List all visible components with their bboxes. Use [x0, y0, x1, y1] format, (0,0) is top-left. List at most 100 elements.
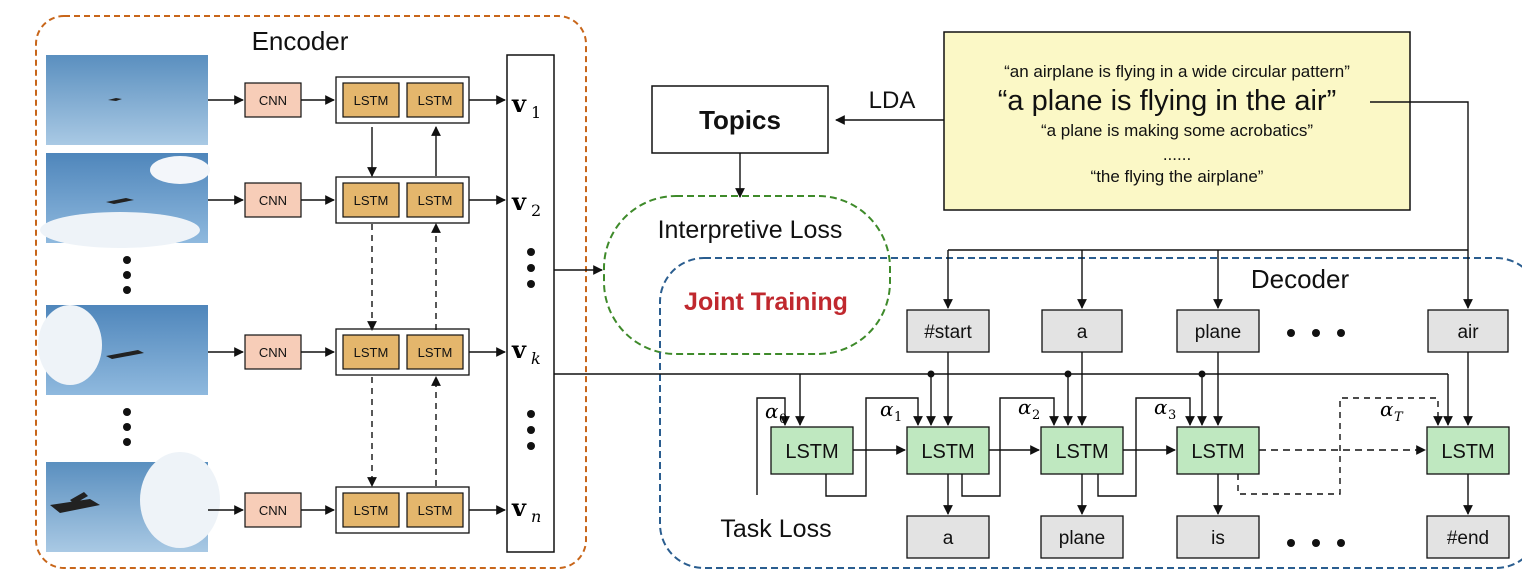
svg-text:CNN: CNN [259, 503, 287, 518]
svg-text:1: 1 [531, 103, 541, 122]
feature-v2: v 2 [511, 187, 541, 220]
svg-text:α: α [1018, 395, 1032, 419]
feature-vn: v n [511, 493, 541, 526]
svg-text:α: α [765, 399, 779, 423]
svg-text:LSTM: LSTM [354, 93, 389, 108]
encoder-recurrent-arrows [367, 126, 441, 487]
lstm-to-output-arrows [943, 474, 1473, 515]
caption-3: “a plane is making some acrobatics” [1041, 121, 1313, 140]
svg-text:LSTM: LSTM [921, 441, 974, 463]
captions-box [943, 31, 1411, 211]
svg-text:v: v [511, 335, 527, 364]
svg-text:is: is [1211, 528, 1225, 549]
svg-text:LSTM: LSTM [1441, 441, 1494, 463]
decoder-output-a: a [906, 515, 990, 559]
caption-4: “the flying the airplane” [1091, 167, 1264, 186]
caption-ellipsis: ...... [1163, 145, 1191, 164]
task-loss-label: Task Loss [720, 515, 831, 543]
feature-ellipsis-1 [527, 248, 535, 288]
context-line [554, 373, 1453, 426]
svg-text:CNN: CNN [259, 193, 287, 208]
decoder-lstm-T: LSTM [1426, 426, 1510, 475]
interpretive-loss-region [603, 195, 891, 355]
caption-feed-lines [943, 101, 1473, 309]
svg-text:LSTM: LSTM [418, 345, 453, 360]
svg-text:LSTM: LSTM [785, 441, 838, 463]
decoder-input-a: a [1041, 309, 1123, 353]
svg-text:k: k [531, 349, 541, 368]
svg-text:α: α [880, 397, 894, 421]
topics-box [651, 85, 829, 154]
encoder-row-2: CNN LSTM LSTM [208, 176, 506, 224]
video-frame-4 [46, 452, 220, 552]
svg-text:v: v [511, 187, 527, 216]
feature-v1: v 1 [511, 89, 541, 122]
caption-1: “an airplane is flying in a wide circula… [1004, 62, 1350, 81]
svg-text:LSTM: LSTM [354, 503, 389, 518]
svg-text:plane: plane [1195, 322, 1242, 343]
encoder-title: Encoder [252, 26, 349, 56]
svg-text:n: n [531, 507, 541, 526]
svg-text:LSTM: LSTM [1055, 441, 1108, 463]
svg-text:2: 2 [1032, 408, 1040, 423]
video-frame-3 [38, 305, 208, 395]
svg-text:α: α [1380, 397, 1394, 421]
interpretive-loss-label: Interpretive Loss [658, 216, 843, 244]
decoder-output-ellipsis [1287, 539, 1345, 547]
svg-text:#end: #end [1447, 528, 1489, 549]
decoder-region [659, 257, 1522, 569]
svg-text:LSTM: LSTM [418, 93, 453, 108]
svg-text:CNN: CNN [259, 93, 287, 108]
svg-text:0: 0 [779, 412, 787, 427]
encoder-lstm-forward: LSTM [342, 492, 400, 528]
decoder-lstm-0: LSTM [770, 426, 854, 475]
video-frame-2 [40, 153, 210, 248]
svg-text:#start: #start [924, 322, 972, 343]
lda-label: LDA [869, 87, 916, 114]
svg-text:T: T [1394, 410, 1404, 425]
svg-text:a: a [943, 528, 954, 549]
attention-loops [756, 397, 1443, 497]
encoder-lstm-backward: LSTM [406, 182, 464, 218]
context-junction-dots [927, 370, 1206, 378]
topics-label: Topics [699, 105, 781, 135]
joint-training-label: Joint Training [684, 288, 848, 316]
frame-ellipsis-2 [123, 408, 131, 446]
decoder-output-is: is [1176, 515, 1260, 559]
caption-2: “a plane is flying in the air” [998, 85, 1337, 117]
decoder-output-end: #end [1426, 515, 1510, 559]
decoder-title: Decoder [1251, 264, 1350, 294]
svg-text:LSTM: LSTM [418, 503, 453, 518]
svg-text:v: v [511, 493, 527, 522]
decoder-input-ellipsis [1287, 329, 1345, 337]
decoder-input-start: #start [906, 309, 990, 353]
svg-text:LSTM: LSTM [1191, 441, 1244, 463]
cnn-box: CNN [244, 182, 302, 218]
video-frame-1 [46, 55, 208, 145]
encoder-lstm-backward: LSTM [406, 334, 464, 370]
feature-vector-column [506, 54, 555, 553]
encoder-row-1: CNN LSTM LSTM [208, 76, 506, 124]
svg-text:3: 3 [1168, 408, 1176, 423]
decoder-lstm-1: LSTM [906, 426, 990, 475]
svg-text:LSTM: LSTM [418, 193, 453, 208]
word-to-lstm-arrows [943, 352, 1473, 426]
decoder-output-plane: plane [1040, 515, 1124, 559]
svg-text:plane: plane [1059, 528, 1106, 549]
encoder-lstm-forward: LSTM [342, 182, 400, 218]
svg-text:2: 2 [531, 201, 541, 220]
svg-text:1: 1 [894, 410, 902, 425]
encoder-lstm-forward: LSTM [342, 334, 400, 370]
encoder-row-4: CNN LSTM LSTM [208, 486, 506, 534]
feature-vk: v k [511, 335, 541, 368]
decoder-input-air: air [1427, 309, 1509, 353]
feature-ellipsis-2 [527, 410, 535, 450]
encoder-lstm-backward: LSTM [406, 492, 464, 528]
frame-ellipsis-1 [123, 256, 131, 294]
decoder-lstm-3: LSTM [1176, 426, 1260, 475]
